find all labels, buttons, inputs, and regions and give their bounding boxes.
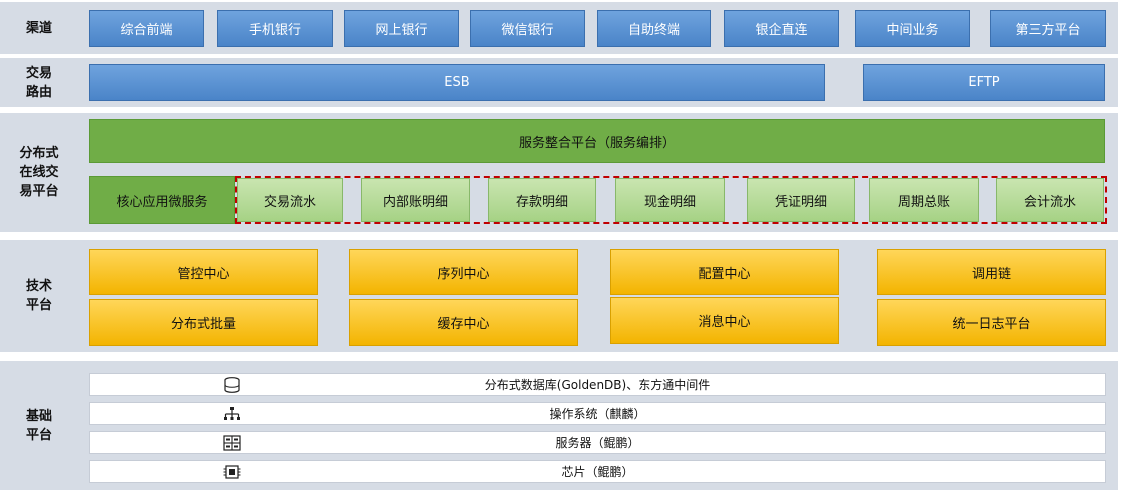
server-icon — [223, 435, 241, 451]
eftp-box: EFTP — [863, 64, 1105, 101]
service-cash-detail: 现金明细 — [615, 178, 725, 222]
core-microservice-box: 核心应用微服务 — [89, 176, 235, 224]
base-row-server: 服务器（鲲鹏） — [89, 431, 1106, 454]
base-row-os: 操作系统（麒麟） — [89, 402, 1106, 425]
channel-item-wechat-banking: 微信银行 — [470, 10, 585, 47]
base-row-server-text: 服务器（鲲鹏） — [555, 436, 640, 450]
tech-call-chain: 调用链 — [877, 249, 1106, 295]
channel-item-mobile-banking: 手机银行 — [217, 10, 333, 47]
base-row-os-text: 操作系统（麒麟） — [549, 407, 646, 421]
channel-layer: 渠道 综合前端 手机银行 网上银行 微信银行 自助终端 银企直连 中间业务 第三… — [0, 2, 1118, 54]
distributed-layer-label: 分布式 在线交 易平台 — [19, 146, 59, 199]
database-icon — [224, 377, 240, 393]
channel-item-online-banking: 网上银行 — [344, 10, 459, 47]
channel-layer-label: 渠道 — [25, 20, 52, 36]
base-row-chip: 芯片（鲲鹏） — [89, 460, 1106, 483]
channel-item-intermediary: 中间业务 — [855, 10, 970, 47]
tech-distributed-batch: 分布式批量 — [89, 299, 318, 346]
distributed-layer: 分布式 在线交 易平台 服务整合平台（服务编排） 核心应用微服务 交易流水 内部… — [0, 113, 1118, 232]
service-transaction-flow: 交易流水 — [237, 178, 343, 222]
service-integration-platform: 服务整合平台（服务编排） — [89, 119, 1105, 163]
base-layer-label: 基础 平台 — [25, 408, 52, 443]
service-deposit-detail: 存款明细 — [488, 178, 596, 222]
tech-config-center: 配置中心 — [610, 249, 839, 295]
chip-icon — [223, 465, 241, 479]
esb-box: ESB — [89, 64, 825, 101]
service-accounting-flow: 会计流水 — [996, 178, 1104, 222]
tech-message-center: 消息中心 — [610, 297, 839, 344]
routing-layer-label: 交易 路由 — [25, 65, 52, 100]
channel-item-integrated-frontend: 综合前端 — [89, 10, 204, 47]
service-voucher-detail: 凭证明细 — [747, 178, 855, 222]
tech-unified-log: 统一日志平台 — [877, 299, 1106, 346]
base-layer: 基础 平台 分布式数据库(GoldenDB)、东方通中间件 操作系统（麒麟） — [0, 361, 1118, 490]
base-row-database: 分布式数据库(GoldenDB)、东方通中间件 — [89, 373, 1106, 396]
channel-item-bank-enterprise: 银企直连 — [724, 10, 839, 47]
service-periodic-ledger: 周期总账 — [869, 178, 979, 222]
base-row-chip-text: 芯片（鲲鹏） — [561, 465, 634, 479]
network-tree-icon — [224, 407, 240, 420]
channel-item-self-service: 自助终端 — [597, 10, 711, 47]
service-internal-ledger: 内部账明细 — [361, 178, 470, 222]
tech-cache-center: 缓存中心 — [349, 299, 578, 346]
tech-layer-label: 技术 平台 — [25, 279, 52, 313]
tech-sequence-center: 序列中心 — [349, 249, 578, 295]
tech-layer: 技术 平台 管控中心 序列中心 配置中心 调用链 分布式批量 缓存中心 消息中心… — [0, 240, 1118, 352]
base-row-database-text: 分布式数据库(GoldenDB)、东方通中间件 — [484, 378, 711, 392]
services-dashed-outline — [235, 176, 1107, 224]
routing-layer: 交易 路由 ESB EFTP — [0, 58, 1118, 107]
tech-control-center: 管控中心 — [89, 249, 318, 295]
channel-item-third-party: 第三方平台 — [990, 10, 1106, 47]
